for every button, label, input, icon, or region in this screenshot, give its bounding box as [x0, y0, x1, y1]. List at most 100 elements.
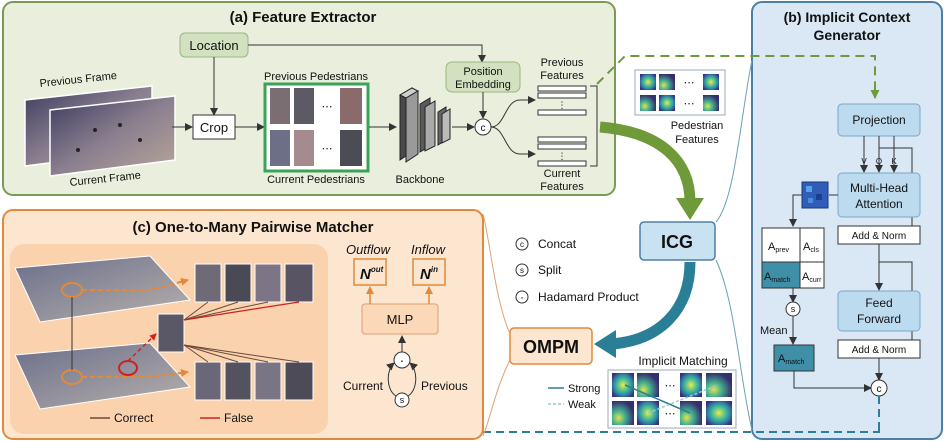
- concat-legend-label: Concat: [538, 237, 577, 251]
- pedestrian-crop: [294, 88, 314, 124]
- n-in-label: Nin: [420, 265, 438, 283]
- position-embedding-label-1: Position: [463, 66, 502, 78]
- icg-box: [639, 221, 716, 261]
- concat-to-previous-features: [490, 96, 536, 128]
- a-prev-label: Aprev: [768, 241, 789, 254]
- features-bracket: [590, 85, 598, 167]
- inflow-dashed-arrow: [82, 368, 189, 378]
- mha-label-2: Attention: [855, 197, 902, 211]
- backbone-icon: [398, 87, 451, 163]
- concat-symbol-a: c: [481, 123, 486, 134]
- gallery-crop: [254, 263, 282, 303]
- ompm-to-panel-c-line: [482, 213, 511, 335]
- feature-extractor-title: (a) Feature Extractor: [230, 9, 377, 26]
- hadamard-symbol-c: ·: [400, 352, 405, 368]
- pedestrian-ellipsis: ⋯: [322, 101, 333, 113]
- location-label: Location: [189, 38, 238, 53]
- feed-forward-box: [837, 290, 921, 332]
- gallery-crop: [194, 361, 222, 401]
- n-in-box: [412, 258, 446, 286]
- mha-label-1: Multi-Head: [850, 181, 908, 195]
- icg-title-line-2: Generator: [814, 27, 881, 43]
- feature-to-icg-arrowhead: [676, 198, 704, 220]
- a-match-label: Amatch: [764, 271, 791, 284]
- matching-ellipsis: ⋯: [665, 408, 676, 420]
- backbone-label: Backbone: [396, 174, 445, 186]
- a-match-output-box: [773, 344, 815, 372]
- false-match-line: [183, 301, 300, 321]
- icg-label: ICG: [661, 232, 693, 252]
- correct-legend-label: Correct: [114, 411, 154, 425]
- gallery-crop: [224, 263, 252, 303]
- current-feature-stack: [537, 136, 587, 167]
- a-curr-label: Acurr: [802, 271, 822, 284]
- feature-to-icg-arrow: [599, 121, 696, 203]
- split-to-hadamard-previous: [407, 362, 418, 397]
- icg-title-line-1: (b) Implicit Context: [784, 9, 911, 25]
- previous-features-label-1: Previous: [541, 57, 584, 69]
- add-norm-label-2: Add & Norm: [852, 345, 906, 356]
- split-symbol-c: s: [400, 395, 405, 405]
- split-to-hadamard-current: [386, 362, 397, 397]
- icg-to-ompm-arrow: [611, 261, 696, 350]
- heatmap-ellipsis: ⋯: [684, 77, 695, 89]
- ffn-label-2: Forward: [857, 312, 901, 326]
- pedestrian-features-label-1: Pedestrian: [671, 120, 724, 132]
- frame-person-dot: [138, 138, 142, 142]
- amatch-to-concat-line: [793, 371, 872, 392]
- mlp-box: [361, 303, 439, 335]
- pedestrian-crop: [270, 88, 290, 124]
- pedestrian-crop: [340, 130, 362, 166]
- a-cls-label: Acls: [803, 241, 819, 254]
- projection-label: Projection: [852, 113, 905, 127]
- a-match-cell: [761, 261, 801, 289]
- current-features-ellipsis: ⋮: [558, 151, 567, 161]
- current-label: Current: [343, 379, 384, 393]
- n-out-label: Nout: [360, 265, 384, 283]
- position-embedding-label-2: Embedding: [455, 79, 511, 91]
- gallery-crop: [224, 361, 252, 401]
- correct-match-lines: [183, 301, 300, 363]
- gallery-crop: [284, 361, 314, 401]
- false-legend-label: False: [224, 411, 254, 425]
- previous-features-label-2: Features: [540, 70, 584, 82]
- k-label: K: [891, 157, 897, 166]
- features-to-projection-dashed: [596, 55, 880, 99]
- concat-symbol-b: c: [877, 384, 882, 395]
- implicit-context-generator-panel: [751, 1, 943, 440]
- concat-legend-symbol: c: [520, 240, 524, 249]
- ompm-box: [509, 327, 593, 365]
- gallery-crop: [194, 263, 222, 303]
- query-person-crop: [157, 313, 185, 353]
- matching-ellipsis: ⋯: [665, 380, 676, 392]
- heatmap-ellipsis: ⋯: [684, 98, 695, 110]
- attention-map-cell: [816, 194, 822, 200]
- current-features-label-2: Features: [540, 181, 584, 193]
- current-pedestrians-label: Current Pedestrians: [267, 174, 365, 186]
- frame-person-dot: [93, 128, 97, 132]
- ffn-label-1: Feed: [865, 296, 892, 310]
- implicit-matching-heatmaps: [607, 369, 737, 429]
- ompm-title: (c) One-to-Many Pairwise Matcher: [133, 219, 374, 236]
- add-norm-label-1: Add & Norm: [852, 231, 906, 242]
- current-frame-image: [49, 95, 176, 177]
- pedestrian-features-heatmaps: [634, 69, 726, 116]
- a-cls-cell: [799, 227, 825, 263]
- location-to-position-line: [248, 44, 486, 63]
- frame-person-dot: [118, 123, 122, 127]
- strong-legend-label: Strong: [568, 383, 600, 395]
- pedestrian-ellipsis: ⋯: [322, 143, 333, 155]
- concat-to-current-features: [490, 126, 536, 158]
- previous-feature-stack: [537, 85, 587, 116]
- icg-to-ompm-arrowhead: [594, 330, 616, 358]
- split-legend-circle: [515, 263, 529, 277]
- hadamard-legend-symbol: ·: [520, 290, 524, 304]
- attention-map-cell: [806, 186, 812, 192]
- ompm-to-panel-c-line: [482, 359, 511, 437]
- current-features-label-1: Current: [544, 168, 581, 180]
- weak-legend-label: Weak: [568, 399, 596, 411]
- map-to-grid-line: [789, 194, 802, 227]
- previous-pedestrians-label: Previous Pedestrians: [264, 71, 368, 83]
- v-label: V: [861, 157, 867, 166]
